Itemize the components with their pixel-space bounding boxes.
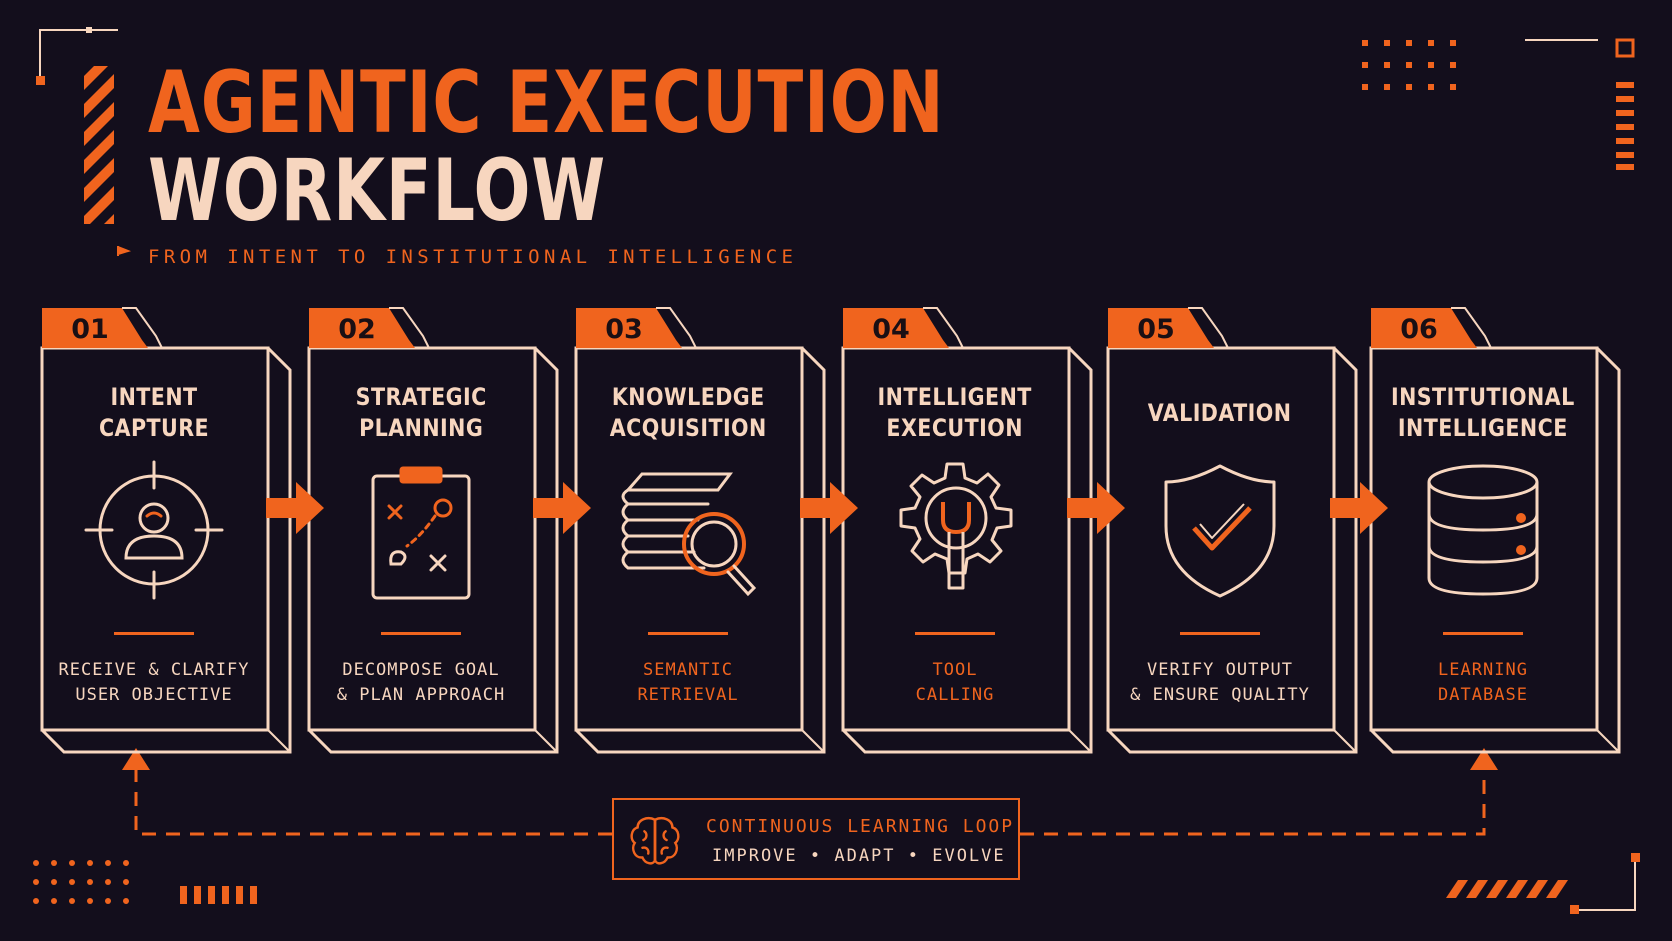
step-description: VERIFY OUTPUT & ENSURE QUALITY bbox=[1130, 660, 1310, 705]
step-card-02: 02 STRATEGIC PLANNING DECOMPOSE GOAL & P… bbox=[307, 306, 575, 756]
step-number: 04 bbox=[872, 314, 910, 345]
step-card-05: 05 VALIDATION VERIFY OUTPUT & ENSURE QUA… bbox=[1106, 306, 1374, 756]
slant-stripes-bottom-right bbox=[1446, 880, 1568, 898]
step-number: 01 bbox=[71, 314, 109, 345]
arrow-right-icon bbox=[1330, 480, 1390, 536]
arrow-right-icon bbox=[266, 480, 326, 536]
arrow-right-icon bbox=[800, 480, 860, 536]
step-divider bbox=[648, 632, 728, 635]
corner-bracket-top-left bbox=[39, 29, 118, 80]
step-title: KNOWLEDGE ACQUISITION bbox=[574, 380, 802, 446]
card-frame bbox=[1369, 307, 1621, 754]
page-title-line2: WORKFLOW bbox=[148, 141, 607, 241]
step-description: TOOL CALLING bbox=[915, 660, 995, 705]
loop-arrow-up-right bbox=[1470, 748, 1498, 770]
dot-grid-bottom-left bbox=[33, 860, 129, 904]
card-frame bbox=[307, 307, 559, 754]
step-title-text: INTENT CAPTURE bbox=[98, 383, 210, 442]
loop-connector bbox=[134, 770, 1486, 836]
step-divider bbox=[1180, 632, 1260, 635]
arrow-right-icon bbox=[533, 480, 593, 536]
step-title: INTELLIGENT EXECUTION bbox=[841, 380, 1069, 446]
subtitle-marker bbox=[117, 246, 132, 256]
dot-grid-top-right bbox=[1362, 40, 1456, 90]
step-description: RECEIVE & CLARIFY USER OBJECTIVE bbox=[58, 660, 250, 705]
step-divider bbox=[1443, 632, 1523, 635]
step-title-text: INSTITUTIONAL INTELLIGENCE bbox=[1391, 383, 1575, 442]
step-title: VALIDATION bbox=[1106, 380, 1334, 446]
loop-subtitle: IMPROVE • ADAPT • EVOLVE bbox=[712, 846, 1006, 866]
step-number: 05 bbox=[1137, 314, 1175, 345]
bars-bottom-left bbox=[180, 886, 257, 904]
step-card-04: 04 INTELLIGENT EXECUTION TOOL CALLING bbox=[841, 306, 1109, 756]
step-card-03: 03 KNOWLEDGE ACQUISITION SEMANTIC RETRIE… bbox=[574, 306, 842, 756]
step-divider bbox=[915, 632, 995, 635]
books-search-icon bbox=[618, 460, 758, 600]
bars-top-right bbox=[1616, 82, 1634, 170]
step-title-text: STRATEGIC PLANNING bbox=[355, 383, 487, 442]
step-title-text: INTELLIGENT EXECUTION bbox=[877, 383, 1033, 442]
page-title-line1: AGENTIC EXECUTION bbox=[148, 53, 945, 153]
step-description: SEMANTIC RETRIEVAL bbox=[637, 660, 739, 705]
step-divider bbox=[114, 632, 194, 635]
hazard-stripes-title bbox=[84, 66, 114, 224]
card-frame bbox=[841, 307, 1093, 754]
step-title: STRATEGIC PLANNING bbox=[307, 380, 535, 446]
target-user-icon bbox=[84, 460, 224, 600]
step-description: LEARNING DATABASE bbox=[1438, 660, 1528, 705]
step-number: 02 bbox=[338, 314, 376, 345]
step-title-text: KNOWLEDGE ACQUISITION bbox=[609, 383, 767, 442]
arrow-right-icon bbox=[1067, 480, 1127, 536]
loop-title: CONTINUOUS LEARNING LOOP bbox=[706, 816, 1015, 837]
card-frame bbox=[40, 307, 292, 754]
page-subtitle: FROM INTENT TO INSTITUTIONAL INTELLIGENC… bbox=[148, 246, 798, 268]
step-title-text: VALIDATION bbox=[1148, 398, 1292, 427]
step-title: INTENT CAPTURE bbox=[40, 380, 268, 446]
step-description: DECOMPOSE GOAL & PLAN APPROACH bbox=[336, 660, 506, 705]
step-title: INSTITUTIONAL INTELLIGENCE bbox=[1369, 380, 1597, 446]
shield-check-icon bbox=[1150, 460, 1290, 600]
learning-loop-box: CONTINUOUS LEARNING LOOP IMPROVE • ADAPT… bbox=[612, 798, 1020, 880]
step-number: 06 bbox=[1400, 314, 1438, 345]
gear-wrench-icon bbox=[885, 460, 1025, 600]
step-divider bbox=[381, 632, 461, 635]
corner-bracket-bottom-right bbox=[1575, 858, 1636, 911]
step-number: 03 bbox=[605, 314, 643, 345]
card-frame bbox=[574, 307, 826, 754]
step-card-01: 01 INTENT CAPTURE RECEIVE & CLARIFY USER… bbox=[40, 306, 308, 756]
brain-icon bbox=[630, 817, 680, 865]
step-card-06: 06 INSTITUTIONAL INTELLIGENCE LEARNING D… bbox=[1369, 306, 1637, 756]
clipboard-plan-icon bbox=[351, 460, 491, 600]
database-icon bbox=[1413, 460, 1553, 600]
loop-arrow-up-left bbox=[122, 748, 150, 770]
